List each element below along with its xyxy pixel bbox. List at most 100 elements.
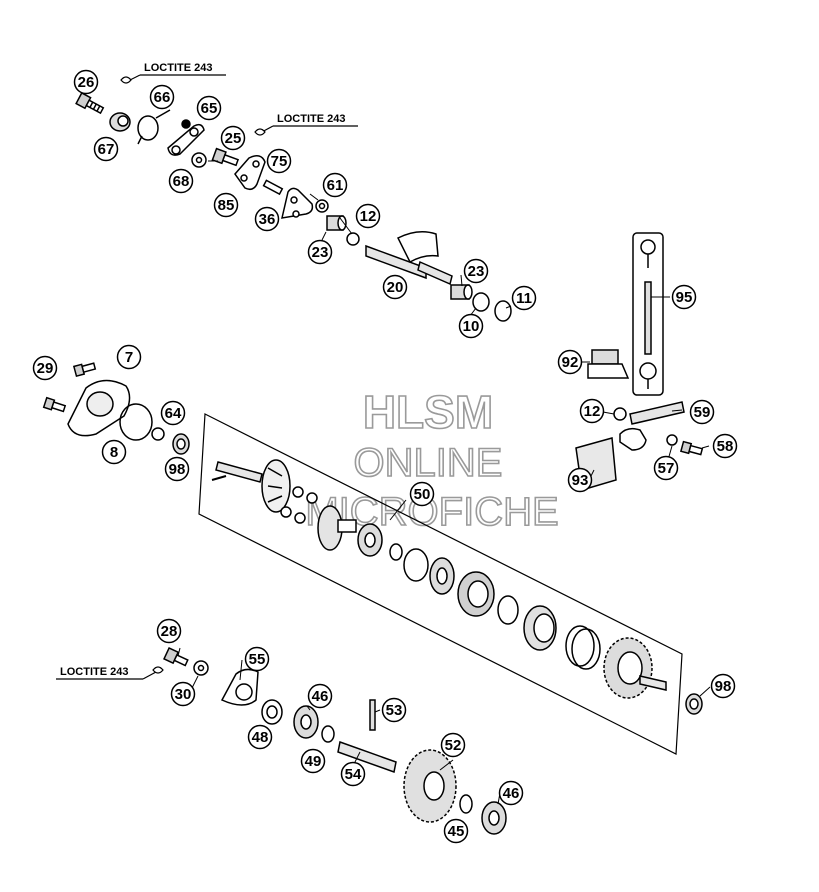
callout-bubble: 36 [254, 206, 280, 232]
spring-cup-part [457, 571, 495, 617]
callout-bubble: 98 [164, 456, 190, 482]
callout-number: 12 [360, 208, 377, 225]
callout-number: 55 [249, 651, 266, 668]
callout-bubble: 45 [443, 818, 469, 844]
callout-bubble: 59 [689, 399, 715, 425]
circlip-part [459, 794, 473, 814]
bearing-part [172, 433, 190, 455]
bolt-part [679, 440, 704, 456]
watermark-line2: ONLINE [354, 441, 503, 485]
callout-number: 10 [463, 318, 480, 335]
callout-number: 23 [312, 244, 329, 261]
callout-bubble: 93 [567, 467, 593, 493]
callout-bubble: 7 [116, 344, 142, 370]
bearing-part [685, 693, 703, 715]
o-ring-part [613, 407, 627, 421]
loctite-text: LOCTITE 243 [277, 113, 345, 125]
callout-number: 68 [173, 173, 190, 190]
governor-group [198, 413, 683, 755]
callout-bubble: 50 [409, 481, 435, 507]
callout-number: 57 [658, 460, 675, 477]
callout-bubble: 57 [653, 455, 679, 481]
callout-number: 20 [387, 279, 404, 296]
bushing-part [450, 284, 473, 300]
bearing-part [357, 523, 383, 557]
governor-weight-part [261, 459, 291, 513]
governor-shaft-part [211, 461, 263, 483]
spring-part [523, 605, 557, 651]
callout-number: 30 [175, 686, 192, 703]
callout-bubble: 53 [381, 697, 407, 723]
callout-bubble: 10 [458, 313, 484, 339]
callout-bubble: 75 [266, 148, 292, 174]
intermediate-gear-assembly [163, 647, 507, 835]
gasket-ring-part [119, 403, 153, 441]
callout-number: 59 [694, 404, 711, 421]
ball-part [280, 486, 318, 524]
callout-bubble: 92 [557, 349, 583, 375]
callout-number: 54 [345, 766, 362, 783]
ring-part [565, 625, 601, 670]
callout-bubble: 28 [156, 618, 182, 644]
washer-part [321, 725, 335, 743]
callout-number: 53 [386, 702, 403, 719]
bellows-part [587, 349, 630, 379]
watermark-line1: HLSM [363, 386, 493, 438]
callout-bubble: 12 [355, 203, 381, 229]
exhaust-shaft-part [365, 231, 453, 286]
callout-number: 92 [562, 354, 579, 371]
washer-part [191, 152, 207, 168]
callout-number: 12 [584, 403, 601, 420]
callout-number: 85 [218, 197, 235, 214]
callout-bubble: 48 [247, 724, 273, 750]
callout-bubble: 29 [32, 355, 58, 381]
bushing-part [326, 215, 347, 231]
washer-part [666, 434, 678, 446]
callout-bubble: 68 [168, 168, 194, 194]
bolt-part [42, 396, 67, 413]
callout-bubble: 85 [213, 192, 239, 218]
drive-gear-part [603, 637, 667, 699]
callout-number: 95 [676, 289, 693, 306]
bearing-part [481, 801, 507, 835]
callout-bubble: 26 [73, 69, 99, 95]
callout-bubble: 95 [671, 284, 697, 310]
governor-sleeve-part [317, 505, 357, 551]
callout-number: 36 [259, 211, 276, 228]
callout-number: 28 [161, 623, 178, 640]
control-rod-part [632, 232, 664, 396]
lever-plate-part [167, 119, 205, 156]
callout-group: 26 67 66 65 25 68 75 85 36 61 12 23 20 2… [32, 69, 738, 844]
pinion-shaft-part [619, 401, 685, 451]
callout-number: 8 [110, 444, 118, 461]
washer-part [389, 543, 403, 561]
gear-shaft-part [337, 741, 397, 773]
callout-bubble: 8 [101, 439, 127, 465]
washer-part [193, 660, 209, 676]
callout-number: 52 [445, 737, 462, 754]
callout-bubble: 12 [579, 398, 605, 424]
callout-bubble: 98 [710, 673, 736, 699]
o-ring-part [346, 232, 360, 246]
loctite-label-bottom: LOCTITE 243 [56, 666, 164, 680]
callout-bubble: 67 [93, 136, 119, 162]
seal-ring-part [472, 292, 490, 312]
pin-part [262, 179, 284, 196]
callout-bubble: 46 [307, 683, 333, 709]
loctite-text: LOCTITE 243 [60, 666, 128, 678]
callout-bubble: 61 [322, 172, 348, 198]
callout-bubble: 65 [196, 95, 222, 121]
loctite-label-middle: LOCTITE 243 [254, 113, 358, 136]
callout-bubble: 52 [440, 732, 466, 758]
circlip-part [403, 548, 429, 582]
callout-number: 25 [225, 130, 242, 147]
callout-bubble: 20 [382, 274, 408, 300]
callout-bubble: 23 [463, 258, 489, 284]
callout-bubble: 11 [511, 285, 537, 311]
callout-bubble: 58 [712, 433, 738, 459]
bearing-part [293, 705, 319, 739]
bolt-part [163, 647, 189, 667]
pin-part [369, 699, 376, 731]
callout-number: 50 [414, 486, 431, 503]
